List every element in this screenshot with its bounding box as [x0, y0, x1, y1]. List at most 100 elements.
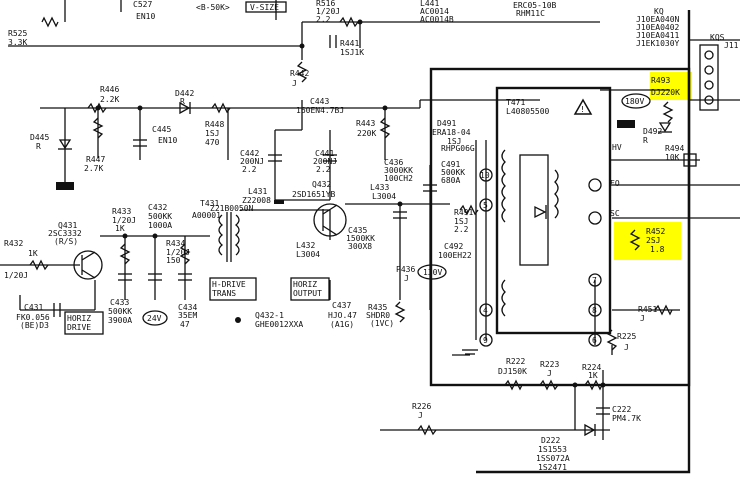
- transformer-t431: [218, 212, 240, 262]
- label: (A1G): [330, 320, 354, 329]
- label: C441: [315, 149, 334, 158]
- label: EN10: [158, 136, 177, 145]
- label: 2.2: [316, 165, 331, 174]
- label: Q432: [312, 180, 331, 189]
- label: 150: [166, 256, 181, 265]
- label: Z22008: [242, 196, 271, 205]
- label: 470: [205, 138, 220, 147]
- label: C431: [24, 303, 43, 312]
- label: RHPG06G: [441, 144, 475, 153]
- junctions: [95, 19, 606, 388]
- label: J1EK1030Y: [636, 39, 680, 48]
- label: T471: [506, 98, 525, 107]
- label: L441: [420, 0, 439, 8]
- label: J: [640, 314, 645, 323]
- label: C527: [133, 0, 152, 9]
- label: 680A: [441, 176, 460, 185]
- label: 2.2K: [100, 95, 119, 104]
- flyback-pins: [479, 168, 602, 347]
- oval-24v: [142, 310, 168, 326]
- label: 1K: [115, 224, 125, 233]
- label: J: [292, 79, 297, 88]
- label: 180V: [625, 97, 644, 106]
- label: DJ150K: [498, 367, 527, 376]
- label: L431: [248, 187, 267, 196]
- label: R434: [166, 239, 185, 248]
- label: C443: [310, 97, 329, 106]
- label: 2.2: [242, 165, 257, 174]
- label: 200NJ: [313, 157, 337, 166]
- label: R446: [100, 85, 119, 94]
- label: C491: [441, 160, 460, 169]
- label: DRIVE: [67, 323, 91, 332]
- label: 2SC3332: [48, 229, 82, 238]
- label: D442: [175, 89, 194, 98]
- label: C435: [348, 226, 367, 235]
- right-border: [476, 10, 691, 474]
- label: 8: [592, 306, 597, 315]
- label: R452: [646, 227, 665, 236]
- label: L3004: [372, 192, 396, 201]
- label: 1S1553: [538, 445, 567, 454]
- label: 2SD1651YB: [292, 190, 336, 199]
- label: 500KK: [108, 307, 132, 316]
- label: 500KK: [441, 168, 465, 177]
- label: R224: [582, 363, 601, 372]
- label: 35EM: [178, 311, 197, 320]
- oval-180v: [621, 93, 651, 109]
- label: HV: [612, 143, 622, 152]
- label: D492: [643, 127, 662, 136]
- label: 2.7K: [84, 164, 103, 173]
- label: C492: [444, 242, 463, 251]
- label: 2.2: [454, 225, 469, 234]
- label: J: [418, 411, 423, 420]
- label: C432: [148, 203, 167, 212]
- label: R433: [112, 207, 131, 216]
- label: ERC05-10B: [513, 1, 557, 10]
- transistor-q432: [313, 203, 347, 237]
- label: R435: [368, 303, 387, 312]
- label: J11: [724, 41, 739, 50]
- label: D491: [437, 119, 456, 128]
- label: R441: [340, 39, 359, 48]
- label: 1SJ1K: [340, 48, 364, 57]
- label: 1/20J: [112, 216, 136, 225]
- label: 1500KK: [346, 234, 375, 243]
- label: 100CH2: [384, 174, 413, 183]
- label: T431: [200, 199, 219, 208]
- label: TRANS: [212, 289, 236, 298]
- label: HORIZ: [67, 314, 91, 323]
- label: RHM11C: [516, 9, 545, 18]
- label: 1SJ: [454, 217, 468, 226]
- label: J: [624, 343, 629, 352]
- label: R226: [412, 402, 431, 411]
- oval-130v: [417, 264, 447, 280]
- label: L40805500: [506, 107, 550, 116]
- flyback-transformer: [501, 149, 559, 317]
- label: 160EN4.7BJ: [296, 106, 344, 115]
- label: C445: [152, 125, 171, 134]
- resistors: [29, 16, 674, 436]
- label: C436: [384, 158, 403, 167]
- label: KQ: [654, 7, 664, 16]
- label: R516: [316, 0, 335, 8]
- label: 10K: [665, 153, 680, 162]
- label: 24V: [147, 314, 162, 323]
- label: PM4.7K: [612, 414, 641, 423]
- label: <B-50K>: [196, 3, 230, 12]
- label: 1000A: [148, 221, 172, 230]
- wiring: [0, 0, 740, 440]
- label: HJO.47: [328, 311, 357, 320]
- label: L432: [296, 241, 315, 250]
- label: R: [180, 97, 185, 106]
- label: 500KK: [148, 212, 172, 221]
- label: R222: [506, 357, 525, 366]
- label: 3.3K: [8, 38, 27, 47]
- label: C433: [110, 298, 129, 307]
- label: Z21B0050N: [210, 204, 254, 213]
- label: OUTPUT: [293, 289, 322, 298]
- highlight-r452: [614, 222, 681, 260]
- label: 220K: [357, 129, 376, 138]
- label: 2SJ: [646, 236, 660, 245]
